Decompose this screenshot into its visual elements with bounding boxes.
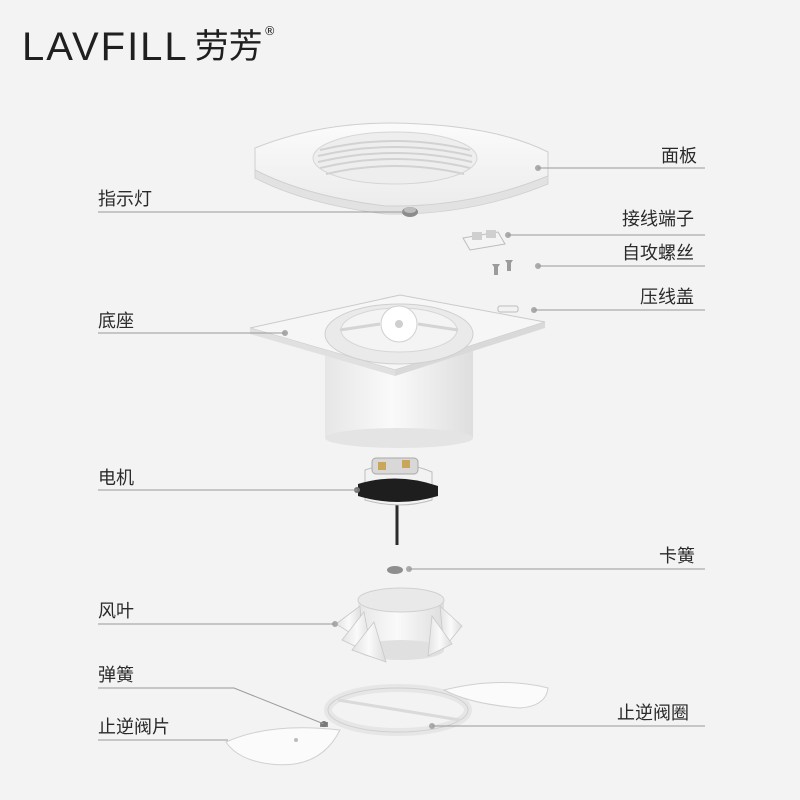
brand-logo: LAVFILL 劳芳 ® xyxy=(22,24,276,70)
registered-mark: ® xyxy=(263,24,276,38)
brand-latin-wordmark: LAVFILL xyxy=(22,25,189,69)
label-motor: 电机 xyxy=(98,468,134,489)
fan-blade-part xyxy=(332,587,463,663)
motor-part xyxy=(354,457,438,545)
indicator-light-part xyxy=(402,207,418,217)
label-self-tapping-screw: 自攻螺丝 xyxy=(622,243,694,264)
label-check-valve-flap: 止逆阀片 xyxy=(98,717,170,738)
brand-chinese-wordmark: 劳芳 xyxy=(194,27,263,67)
label-fan-blade: 风叶 xyxy=(98,601,134,622)
label-panel: 面板 xyxy=(661,146,697,167)
label-check-valve-ring: 止逆阀圈 xyxy=(617,703,689,724)
screws-part xyxy=(492,260,541,275)
base-part xyxy=(249,294,546,448)
label-wire-clamp-cover: 压线盖 xyxy=(640,287,694,308)
check-valve-ring-part xyxy=(324,681,549,736)
terminal-block-part xyxy=(462,230,511,251)
check-valve-flap-part xyxy=(225,727,341,766)
leader-lines xyxy=(98,167,705,741)
label-indicator-light: 指示灯 xyxy=(98,189,152,210)
label-terminal-block: 接线端子 xyxy=(622,209,694,230)
label-base: 底座 xyxy=(98,311,134,332)
panel-part xyxy=(254,122,549,215)
label-retaining-clip: 卡簧 xyxy=(659,546,695,567)
wire-clamp-cover-part xyxy=(497,305,537,313)
retaining-clip-part xyxy=(387,566,412,574)
label-spring: 弹簧 xyxy=(98,665,134,686)
